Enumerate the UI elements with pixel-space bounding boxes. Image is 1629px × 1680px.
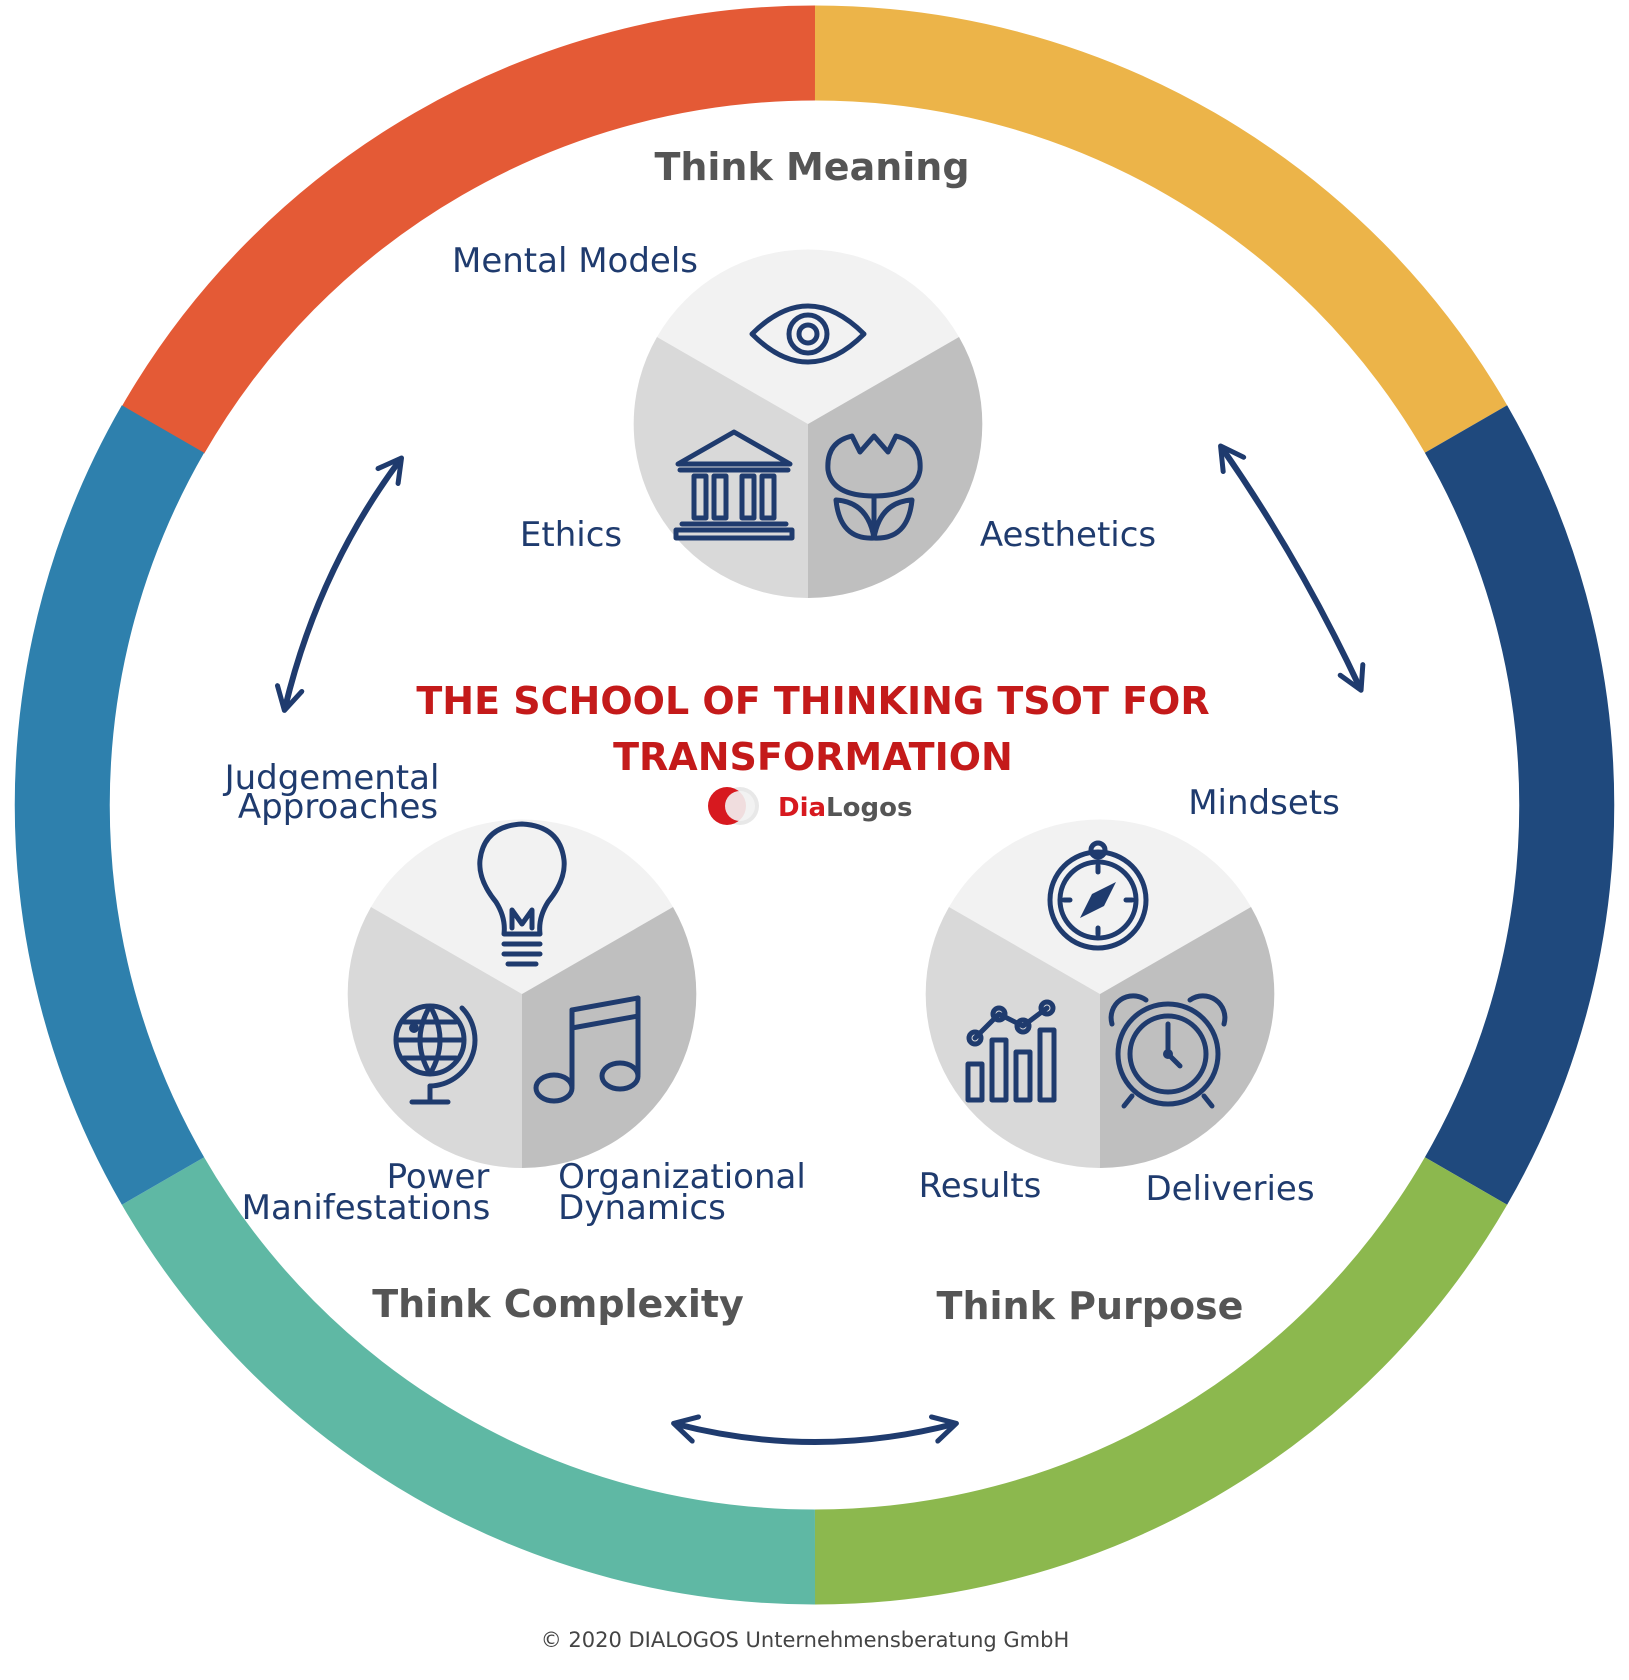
heading-think-complexity: Think Complexity [372, 1282, 744, 1326]
ring-segment-teal [121, 1157, 816, 1605]
eye-icon [749, 303, 867, 365]
label-results: Results [919, 1166, 1042, 1206]
tulip-icon [825, 433, 923, 541]
ring-segment-blue [14, 405, 205, 1205]
label-mental-models: Mental Models [452, 241, 698, 281]
arrow-meaning-complexity [274, 455, 404, 713]
copyright-text: © 2020 DIALOGOS Unternehmensberatung Gmb… [541, 1628, 1070, 1652]
music-note-icon [533, 995, 641, 1104]
bar-chart-icon [965, 999, 1057, 1103]
arrow-meaning-purpose [1218, 443, 1366, 693]
temple-icon [673, 429, 795, 541]
logo-text: DiaLogos [778, 793, 912, 823]
label-deliveries: Deliveries [1145, 1169, 1314, 1209]
meaning-disc [633, 249, 983, 599]
outer-ring [14, 5, 1615, 1605]
ring-segment-darkblue [1424, 405, 1615, 1205]
title-line-2: TRANSFORMATION [613, 735, 1013, 779]
globe-icon [393, 1003, 478, 1105]
label-dynamics: Dynamics [558, 1188, 726, 1228]
label-mindsets: Mindsets [1188, 783, 1340, 823]
alarm-clock-icon [1108, 993, 1228, 1109]
label-ethics: Ethics [520, 515, 622, 555]
ring-segment-orange [121, 5, 816, 454]
heading-think-meaning: Think Meaning [654, 145, 969, 189]
title-line-1: THE SCHOOL OF THINKING TSOT FOR [416, 679, 1209, 723]
label-judgemental: Judgemental [223, 758, 440, 798]
arrow-complexity-purpose [671, 1414, 959, 1445]
compass-icon [1047, 840, 1149, 951]
label-manifestations: Manifestations [242, 1188, 491, 1228]
arrows [274, 443, 1366, 1445]
ring-segment-yellow [814, 5, 1508, 453]
label-approaches: Approaches [238, 787, 438, 827]
complexity-disc [347, 819, 697, 1169]
label-organizational: Organizational [558, 1157, 806, 1197]
heading-think-purpose: Think Purpose [937, 1284, 1244, 1328]
dialogos-logo: DiaLogos [708, 787, 912, 825]
label-power: Power [387, 1157, 490, 1197]
ring-segment-green [814, 1157, 1508, 1605]
purpose-disc [925, 819, 1275, 1169]
label-aesthetics: Aesthetics [980, 515, 1156, 555]
lightbulb-icon [477, 821, 567, 967]
